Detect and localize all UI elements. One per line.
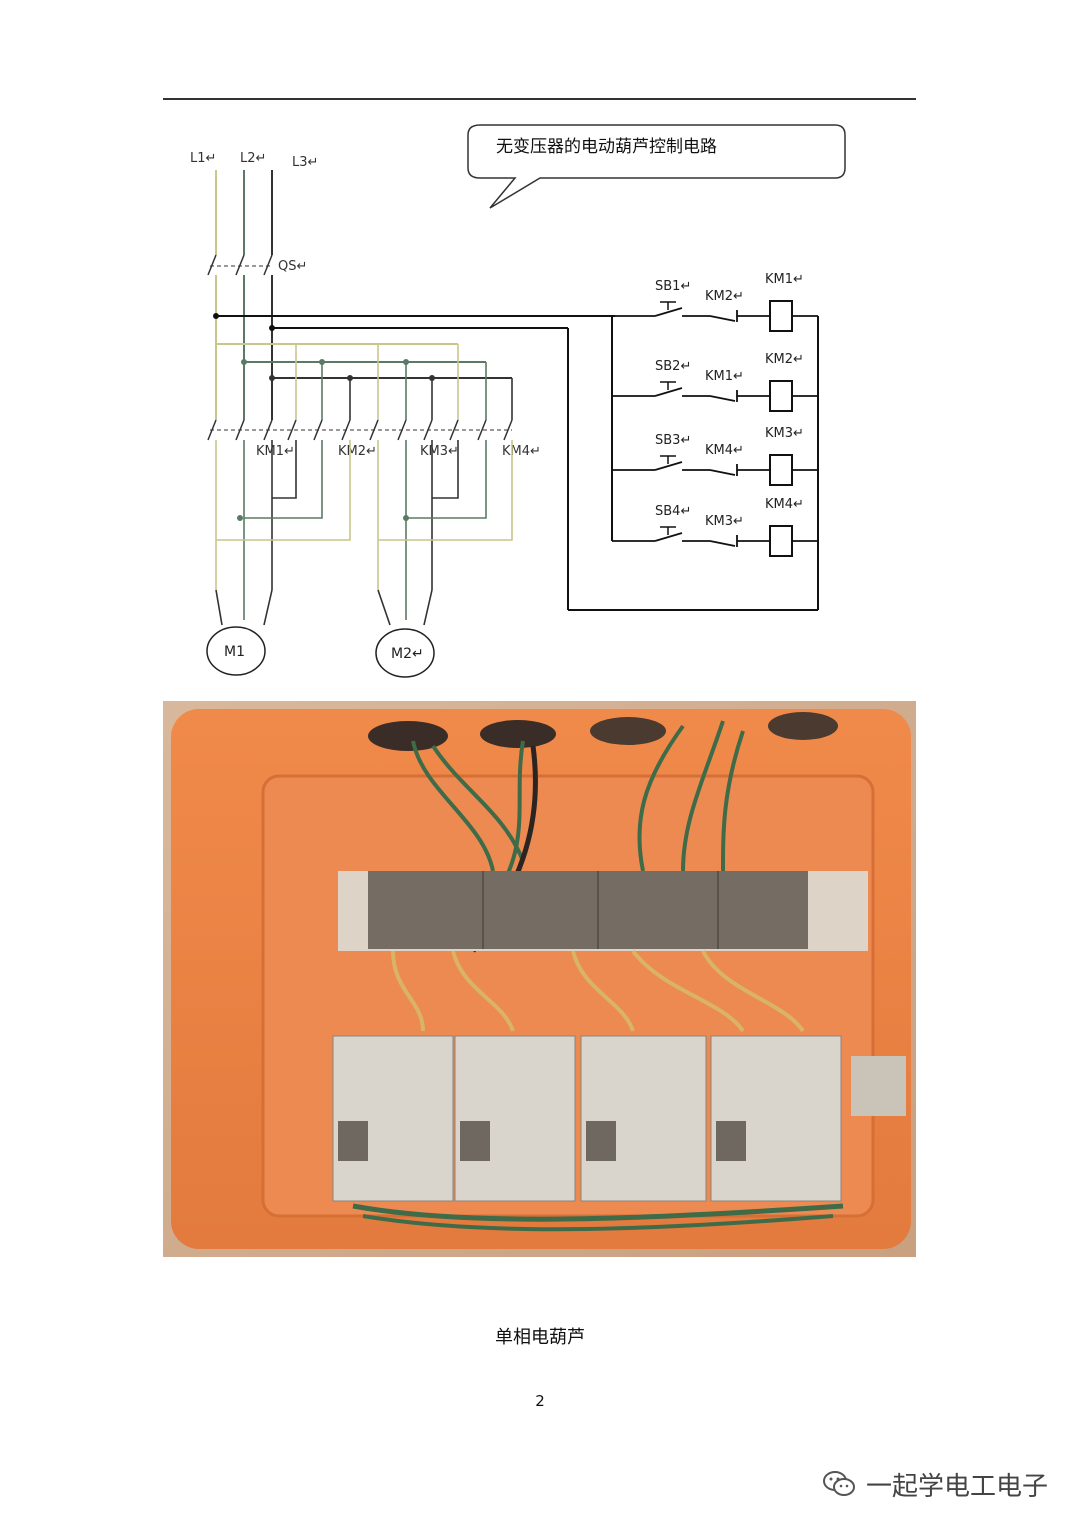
label-km1-main: KM1↵ <box>256 444 295 459</box>
motor-m1 <box>206 626 266 676</box>
label-coil: KM3↵ <box>765 426 804 441</box>
label-button: SB1↵ <box>655 279 691 294</box>
control-circuit: SB1↵ KM2↵ KM1↵ SB2↵ KM1↵ KM2↵ SB3↵ KM4↵ KM3↵ SB4↵… <box>611 272 819 610</box>
label-button: SB4↵ <box>655 504 691 519</box>
label-interlock: KM4↵ <box>705 443 744 458</box>
coil <box>769 525 793 557</box>
label-l1: L1↵ <box>190 151 216 166</box>
label-km2-main: KM2↵ <box>338 444 377 459</box>
label-button: SB2↵ <box>655 359 691 374</box>
pushbutton-contact <box>654 307 683 317</box>
wechat-icon <box>823 1471 855 1496</box>
interlock-contact <box>709 540 736 547</box>
label-l2: L2↵ <box>240 151 266 166</box>
label-interlock: KM3↵ <box>705 514 744 529</box>
label-coil: KM1↵ <box>765 272 804 287</box>
label-km3-main: KM3↵ <box>420 444 459 459</box>
pushbutton-contact <box>654 461 683 471</box>
pushbutton-contact <box>654 387 683 397</box>
circuit-diagram: 无变压器的电动葫芦控制电路 L1↵ L2↵ L3↵ QS↵ <box>190 124 846 678</box>
label-km4-main: KM4↵ <box>502 444 541 459</box>
motor-m2 <box>375 628 435 678</box>
label-coil: KM4↵ <box>765 497 804 512</box>
coil <box>769 380 793 412</box>
label-m1: M1 <box>224 644 245 660</box>
label-button: SB3↵ <box>655 433 691 448</box>
pushbutton-contact <box>654 532 683 542</box>
label-qs: QS↵ <box>278 259 307 274</box>
coil <box>769 300 793 332</box>
label-interlock: KM1↵ <box>705 369 744 384</box>
interlock-contact <box>709 395 736 402</box>
label-l3: L3↵ <box>292 155 318 170</box>
page-number: 2 <box>535 1392 545 1410</box>
label-interlock: KM2↵ <box>705 289 744 304</box>
caption: 单相电葫芦 <box>495 1327 585 1348</box>
header-rule <box>163 98 916 100</box>
hoist-control-box-photo <box>163 701 916 1257</box>
interlock-contact <box>709 315 736 322</box>
watermark: 一起学电工电子 <box>822 1464 1048 1504</box>
watermark-text: 一起学电工电子 <box>866 1471 1049 1502</box>
coil <box>769 454 793 486</box>
interlock-contact <box>709 469 736 476</box>
callout-bubble <box>467 124 846 209</box>
label-m2: M2↵ <box>391 646 424 662</box>
callout-text: 无变压器的电动葫芦控制电路 <box>496 137 717 157</box>
label-coil: KM2↵ <box>765 352 804 367</box>
